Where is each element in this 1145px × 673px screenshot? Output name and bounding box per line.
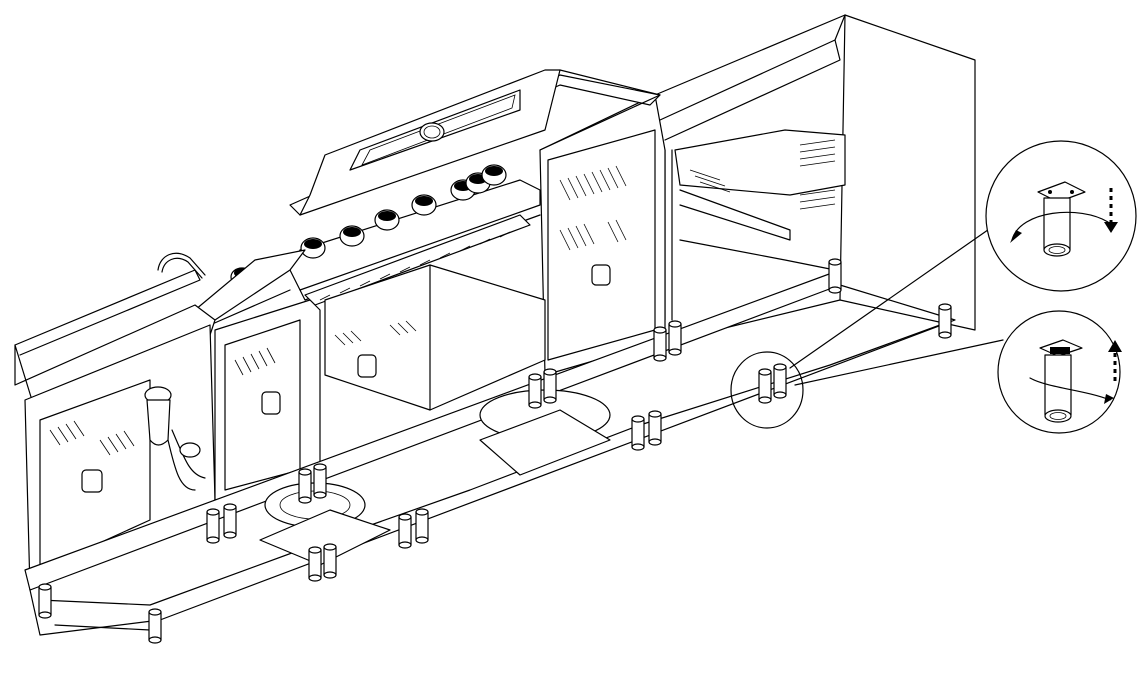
right-tall-cabinet — [654, 14, 976, 346]
leveling-leg — [773, 363, 787, 399]
leveling-leg — [653, 326, 667, 362]
leveling-leg — [223, 503, 237, 539]
grill-cart-handle-cutout — [357, 354, 377, 378]
grill-base-tray — [259, 389, 611, 566]
leveling-legs — [38, 258, 952, 644]
leveling-leg — [308, 546, 322, 582]
knob-4 — [411, 194, 437, 216]
left-sink-cabinet — [14, 269, 216, 591]
leveling-leg — [528, 373, 542, 409]
leveling-leg — [648, 410, 662, 446]
leveling-leg — [323, 543, 337, 579]
leveling-leg — [938, 303, 952, 339]
knob-7 — [481, 164, 507, 186]
left-cabinet-handle-cutout — [81, 469, 103, 493]
center-cabinet-handle-cutout — [591, 264, 611, 286]
leg-raise-arrows-icon — [997, 310, 1122, 434]
mid-cabinet-handle-cutout — [261, 391, 281, 415]
knob-1 — [300, 237, 326, 259]
mid-left-cabinet — [214, 299, 321, 501]
leveling-leg — [38, 583, 52, 619]
knob-3 — [374, 209, 400, 231]
grill-hood — [289, 69, 661, 216]
leveling-leg — [148, 608, 162, 644]
leveling-leg — [758, 368, 772, 404]
sink-faucet-hose — [157, 252, 206, 279]
leveling-leg — [828, 258, 842, 294]
leveling-leg — [631, 415, 645, 451]
hood-thermometer — [419, 122, 445, 142]
leveling-leg — [415, 508, 429, 544]
grill-control-panel — [230, 164, 541, 306]
leveling-leg — [398, 513, 412, 549]
leveling-leg — [668, 320, 682, 356]
leveling-leg — [298, 468, 312, 504]
grill-cart-inner-box — [324, 264, 546, 411]
leg-lower-arrows-icon — [985, 140, 1137, 292]
detail-leader — [730, 224, 1004, 429]
knob-2 — [339, 225, 365, 247]
center-cabinet-panel — [547, 129, 656, 361]
leveling-leg — [543, 368, 557, 404]
leveling-leg — [313, 463, 327, 499]
rear-center-cabinet — [539, 94, 666, 376]
leveling-leg — [206, 508, 220, 544]
